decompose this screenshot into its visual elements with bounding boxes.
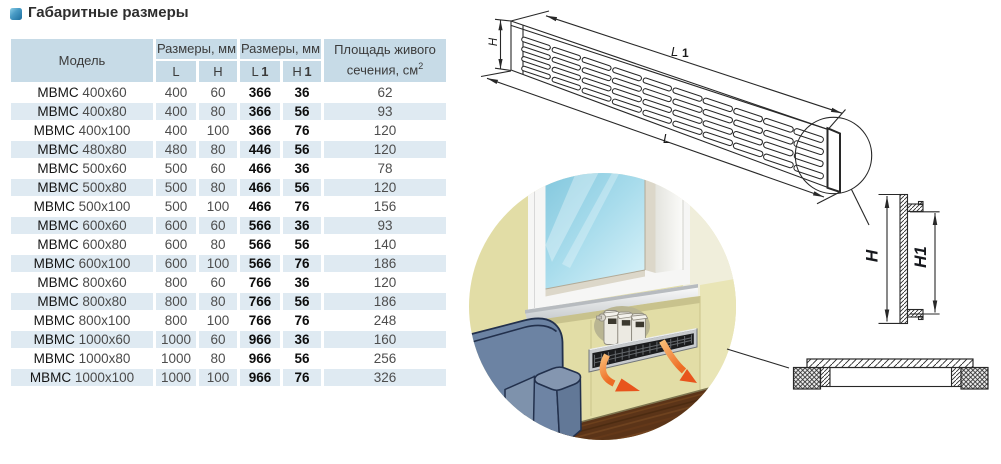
svg-text:H1: H1 [911, 246, 930, 268]
svg-text:H: H [488, 37, 500, 46]
svg-text:1: 1 [682, 46, 689, 60]
svg-text:L: L [663, 131, 670, 146]
svg-text:L: L [671, 44, 678, 59]
svg-text:H: H [862, 249, 881, 262]
